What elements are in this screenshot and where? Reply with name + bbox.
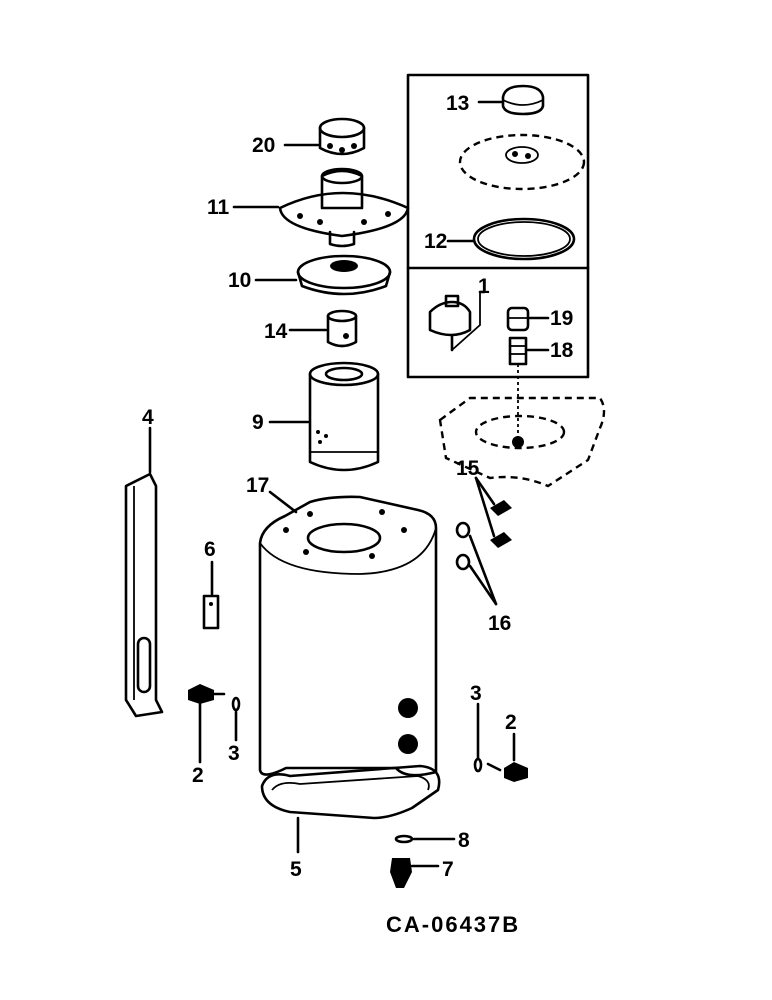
- callout-13: 13: [446, 92, 469, 115]
- callout-18: 18: [550, 339, 574, 362]
- part-1-indicator: [428, 292, 481, 352]
- part-2-fitting-left: [188, 684, 226, 704]
- callout-2-right: 2: [505, 711, 517, 734]
- drawing-code: CA-06437B: [386, 912, 520, 937]
- callout-14: 14: [264, 320, 288, 343]
- callout-1: 1: [478, 275, 490, 298]
- part-13-cap: [501, 84, 545, 116]
- part-8-o-ring: [394, 834, 414, 844]
- callout-10: 10: [228, 269, 251, 292]
- part-11-cover: [278, 167, 410, 248]
- callout-19: 19: [550, 307, 573, 330]
- detail-inset-box: [406, 73, 590, 379]
- callout-6: 6: [204, 538, 216, 561]
- reference-mounting-pad-dashed: [438, 396, 606, 488]
- callout-labels: 13 20 11 12 10 1 19 14 18 4 9 15 17 6 16…: [142, 92, 574, 881]
- part-3-washer-left: [231, 696, 241, 712]
- callout-16: 16: [488, 612, 511, 635]
- part-3-washer-right: [473, 757, 483, 773]
- part-12-o-ring: [472, 217, 576, 261]
- part-7-drain-plug: [390, 858, 412, 888]
- callout-5: 5: [290, 858, 302, 881]
- callout-4: 4: [142, 406, 154, 429]
- part-20-nut: [318, 117, 366, 156]
- part-18-fitting: [508, 336, 528, 440]
- part-5-base-gasket: [260, 764, 441, 820]
- part-19-valve: [506, 306, 530, 332]
- part-15-plugs: [490, 500, 512, 548]
- callout-3-right: 3: [470, 682, 482, 705]
- callout-7: 7: [442, 858, 454, 881]
- callout-2-left: 2: [192, 764, 204, 787]
- callout-3-left: 3: [228, 742, 240, 765]
- callout-12: 12: [424, 230, 447, 253]
- part-16-washers: [455, 521, 471, 571]
- part-6-plate: [202, 594, 220, 630]
- callout-9: 9: [252, 411, 264, 434]
- callout-11: 11: [207, 196, 230, 219]
- part-14-spacer: [326, 309, 358, 348]
- part-10-seal: [296, 254, 392, 296]
- callout-15: 15: [456, 457, 480, 480]
- callout-8: 8: [458, 829, 470, 852]
- callout-20: 20: [252, 134, 275, 157]
- part-17-reservoir-tank: [258, 495, 438, 777]
- part-2-fitting-right: [504, 762, 528, 782]
- reference-plate-dashed: [458, 133, 586, 191]
- part-9-filter-element: [308, 361, 380, 472]
- callout-17: 17: [246, 474, 269, 497]
- part-4-bracket: [124, 472, 164, 718]
- leader-lines: [148, 100, 550, 868]
